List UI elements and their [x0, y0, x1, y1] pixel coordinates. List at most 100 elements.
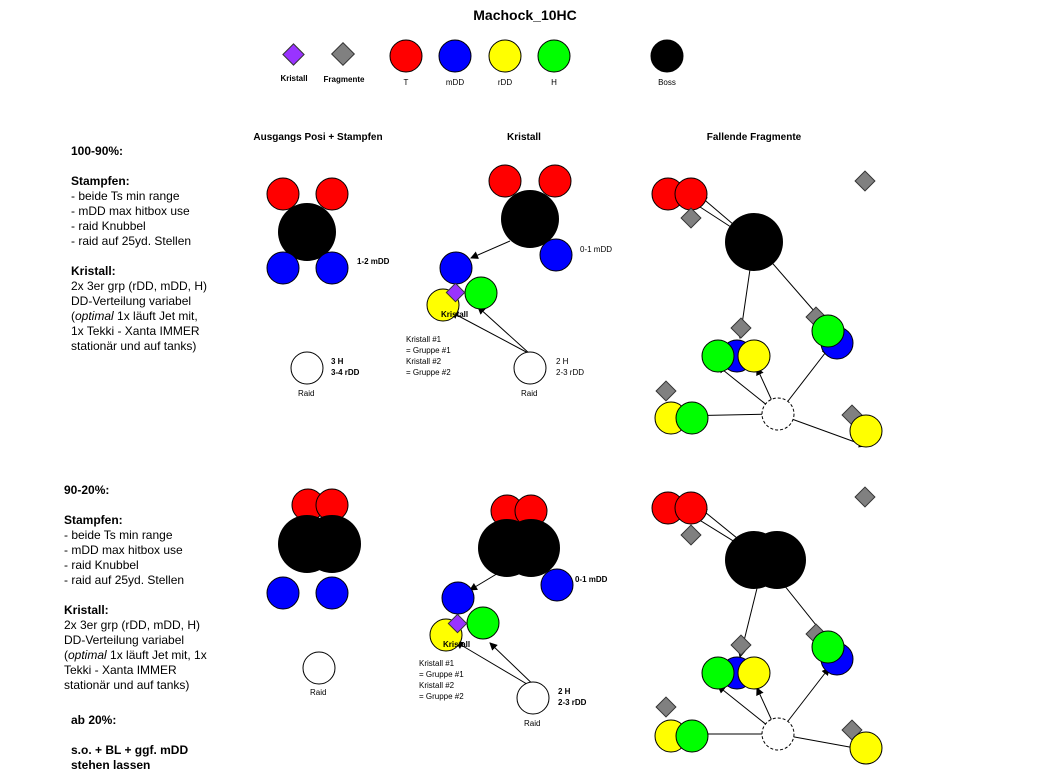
boss-marker: [502, 519, 560, 577]
legend-fragment-icon: [330, 41, 356, 67]
s1-kristall: [426, 164, 573, 385]
boss-marker: [278, 203, 336, 261]
optimal-word: optimal: [75, 309, 114, 323]
ab20-heading: ab 20%:: [71, 713, 117, 727]
s1-fragmente: [651, 170, 883, 448]
raid-marker: [290, 351, 324, 385]
tank-marker: [674, 177, 708, 211]
legend-mdd-marker: [438, 39, 472, 73]
label-raid: Raid: [310, 688, 327, 697]
label-rdd-34: 3-4 rDD: [331, 368, 360, 377]
mdd-marker: [315, 576, 349, 610]
healer-marker: [811, 314, 845, 348]
fragment-icon: [854, 170, 876, 192]
label-mdd-01: 0-1 mDD: [575, 575, 608, 584]
section1-notes: 100-90%: Stampfen: - beide Ts min range …: [71, 144, 207, 354]
raid-start-marker: [761, 717, 795, 751]
note-line: - raid auf 25yd. Stellen: [64, 573, 185, 587]
legend-healer-marker: [537, 39, 571, 73]
mdd-marker: [539, 238, 573, 272]
legend-mdd-label: mDD: [445, 78, 465, 87]
rdd-marker: [737, 339, 771, 373]
legend-healer-label: H: [551, 78, 557, 87]
legend-boss-label: Boss: [658, 78, 676, 87]
stampfen-heading: Stampfen:: [64, 513, 123, 527]
note-line: DD-Verteilung variabel: [64, 633, 185, 647]
legend-rdd-label: rDD: [497, 78, 513, 87]
phase-label: 100-90%:: [71, 144, 124, 158]
legend-tank-label: T: [403, 78, 409, 87]
s2-initial-position: [266, 488, 361, 685]
column-title-fragmente: Fallende Fragmente: [706, 132, 802, 143]
note-line: 2x 3er grp (rDD, mDD, H): [71, 279, 208, 293]
legend-kristall-icon: [282, 43, 305, 66]
mdd-marker: [439, 251, 473, 285]
tank-marker: [674, 491, 708, 525]
label-kristall: Kristall: [443, 640, 471, 649]
column-title-kristall: Kristall: [507, 132, 541, 143]
label-kristall-group: Kristall #1: [406, 335, 442, 344]
note-line: - raid Knubbel: [64, 558, 139, 572]
label-kristall-group: = Gruppe #2: [419, 692, 464, 701]
raid-marker: [302, 651, 336, 685]
mdd-marker: [540, 568, 574, 602]
note-line: (optimal 1x läuft Jet mit, 1x: [64, 648, 207, 662]
healer-marker: [464, 276, 498, 310]
note-line: stationär und auf tanks): [71, 339, 197, 353]
note-line: - mDD max hitbox use: [71, 204, 190, 218]
label-kristall-group: Kristall #2: [419, 681, 455, 690]
mdd-marker: [266, 576, 300, 610]
fragment-icon: [655, 696, 677, 718]
kristall-icon: [445, 282, 466, 303]
kristall-heading: Kristall:: [71, 264, 116, 278]
tank-marker: [538, 164, 572, 198]
note-line: stehen lassen: [71, 758, 151, 772]
kristall-heading: Kristall:: [64, 603, 109, 617]
label-2h: 2 H: [556, 357, 569, 366]
rdd-marker: [849, 731, 883, 765]
label-2h: 2 H: [558, 687, 571, 696]
mdd-marker: [266, 251, 300, 285]
label-mdd-12: 1-2 mDD: [357, 257, 390, 266]
boss-marker: [725, 213, 783, 271]
label-mdd-01: 0-1 mDD: [580, 245, 613, 254]
boss-marker: [748, 531, 806, 589]
note-line: - mDD max hitbox use: [64, 543, 183, 557]
optimal-word: optimal: [68, 648, 107, 662]
raid-marker: [516, 681, 550, 715]
raid-start-marker: [761, 397, 795, 431]
healer-marker: [701, 656, 735, 690]
stampfen-heading: Stampfen:: [71, 174, 130, 188]
optimal-rest: 1x läuft Jet mit, 1x: [106, 648, 207, 662]
kristall-icon: [447, 613, 468, 634]
tank-marker: [266, 177, 300, 211]
label-kristall-group: = Gruppe #2: [406, 368, 451, 377]
note-line: - beide Ts min range: [71, 189, 180, 203]
ab20-notes: ab 20%: s.o. + BL + ggf. mDD stehen lass…: [71, 713, 188, 772]
mdd-marker: [441, 581, 475, 615]
label-rdd-23: 2-3 rDD: [556, 368, 585, 377]
note-line: stationär und auf tanks): [64, 678, 190, 692]
note-line: (optimal 1x läuft Jet mit,: [71, 309, 198, 323]
note-line: 1x Tekki - Xanta IMMER: [71, 324, 200, 338]
label-kristall-group: Kristall #2: [406, 357, 442, 366]
label-raid: Raid: [521, 389, 538, 398]
fragment-icon: [730, 317, 752, 339]
label-raid: Raid: [298, 389, 315, 398]
legend: [282, 39, 684, 73]
column-title-posi: Ausgangs Posi + Stampfen: [253, 132, 383, 143]
fragment-icon: [680, 524, 702, 546]
fragment-icon: [680, 207, 702, 229]
optimal-rest: 1x läuft Jet mit,: [113, 309, 198, 323]
rdd-marker: [849, 414, 883, 448]
boss-marker: [501, 190, 559, 248]
tank-marker: [315, 177, 349, 211]
fragment-icon: [730, 634, 752, 656]
note-line: 2x 3er grp (rDD, mDD, H): [64, 618, 201, 632]
healer-marker: [675, 719, 709, 753]
boss-marker: [303, 515, 361, 573]
rdd-marker: [737, 656, 771, 690]
healer-marker: [466, 606, 500, 640]
